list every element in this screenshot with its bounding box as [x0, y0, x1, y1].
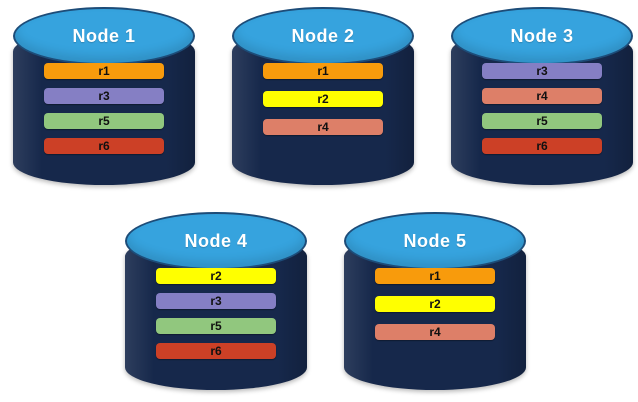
node-label: Node 4	[184, 230, 248, 251]
node-label: Node 2	[291, 25, 355, 46]
shard-list: r1 r3 r5 r6	[44, 63, 164, 154]
shard-bar[interactable]: r2	[263, 91, 383, 107]
shard-list: r3 r4 r5 r6	[482, 63, 602, 154]
shard-bar[interactable]: r2	[375, 296, 495, 312]
shard-bar[interactable]: r3	[44, 88, 164, 104]
shard-bar[interactable]: r6	[44, 138, 164, 154]
shard-bar[interactable]: r6	[156, 343, 276, 359]
shard-bar[interactable]: r1	[263, 63, 383, 79]
node-label: Node 5	[403, 230, 467, 251]
database-node-2[interactable]: Node 2 r1 r2 r4	[232, 7, 414, 185]
shard-bar[interactable]: r1	[375, 268, 495, 284]
shard-bar[interactable]: r4	[375, 324, 495, 340]
shard-bar[interactable]: r6	[482, 138, 602, 154]
shard-bar[interactable]: r2	[156, 268, 276, 284]
cylinder-top-ellipse	[344, 212, 526, 270]
shard-bar[interactable]: r4	[263, 119, 383, 135]
shard-bar[interactable]: r5	[482, 113, 602, 129]
node-label: Node 1	[72, 25, 136, 46]
shard-list: r1 r2 r4	[263, 63, 383, 135]
database-node-3[interactable]: Node 3 r3 r4 r5 r6	[451, 7, 633, 185]
database-node-1[interactable]: Node 1 r1 r3 r5 r6	[13, 7, 195, 185]
shard-list: r1 r2 r4	[375, 268, 495, 340]
shard-bar[interactable]: r3	[156, 293, 276, 309]
shard-list: r2 r3 r5 r6	[156, 268, 276, 359]
shard-bar[interactable]: r5	[156, 318, 276, 334]
node-label: Node 3	[510, 25, 574, 46]
shard-bar[interactable]: r3	[482, 63, 602, 79]
database-node-5[interactable]: Node 5 r1 r2 r4	[344, 212, 526, 390]
database-node-4[interactable]: Node 4 r2 r3 r5 r6	[125, 212, 307, 390]
shard-bar[interactable]: r4	[482, 88, 602, 104]
shard-bar[interactable]: r1	[44, 63, 164, 79]
shard-bar[interactable]: r5	[44, 113, 164, 129]
